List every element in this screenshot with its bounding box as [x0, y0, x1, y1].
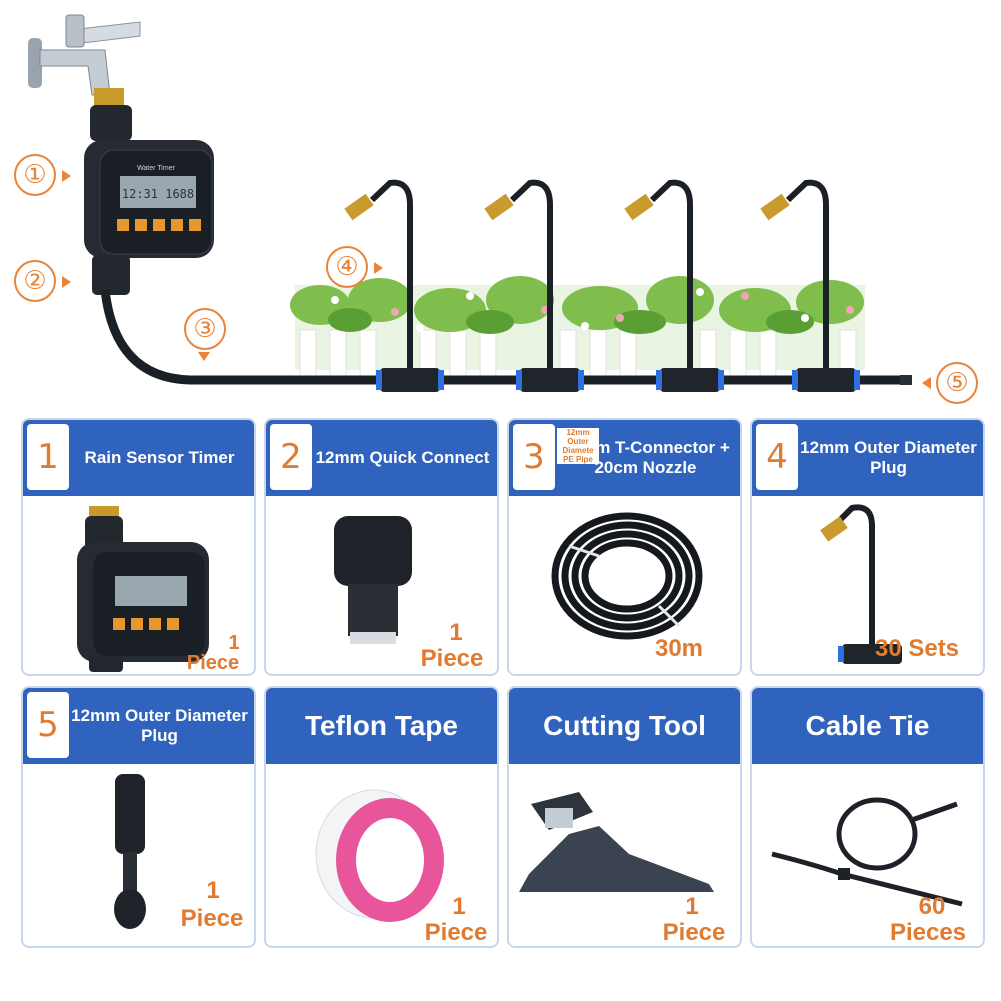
quantity-number: 1	[685, 893, 699, 920]
water-timer: Water Timer 12:31 1688	[84, 105, 214, 295]
callout-3-arrow-icon	[198, 352, 210, 361]
main-pipe	[100, 289, 905, 385]
callout-2-arrow-icon	[62, 276, 71, 288]
quantity-unit: Piece	[662, 919, 726, 946]
overlay-label: 12mm Outer Diamete PE Pipe	[557, 428, 599, 464]
callout-5: ⑤	[936, 362, 978, 404]
t-connectors	[376, 368, 860, 392]
card-cutting-tool: Cutting Tool 1 Piece	[507, 686, 742, 948]
svg-text:Water Timer: Water Timer	[137, 165, 176, 172]
callout-1-arrow-icon	[62, 170, 71, 182]
card-header: 1 Rain Sensor Timer	[23, 420, 254, 496]
quantity-unit: Piece	[420, 645, 484, 672]
card-title: Teflon Tape	[305, 710, 458, 741]
callout-1: ①	[14, 154, 56, 196]
quantity: 30 Sets	[874, 635, 960, 662]
card-title: Cutting Tool	[543, 710, 706, 741]
garden-background	[290, 276, 865, 379]
card-outer-diameter-plug-nozzle: 4 12mm Outer Diameter Plug 30 Sets	[750, 418, 985, 676]
quantity-unit: Piece	[180, 905, 244, 932]
teflon-tape-image	[315, 789, 444, 922]
card-header: 2 12mm Quick Connect	[266, 420, 497, 496]
item-number: 2	[270, 424, 312, 490]
quantity-unit: Pieces	[889, 919, 967, 946]
card-header: Teflon Tape	[266, 688, 497, 764]
timer-product-image	[77, 506, 209, 672]
quantity: 30m	[654, 635, 704, 662]
callout-3: ③	[184, 308, 226, 350]
card-rain-sensor-timer: 1 Rain Sensor Timer 1 Piece	[21, 418, 256, 676]
quantity-number: 60	[918, 893, 946, 920]
card-header: Cable Tie	[752, 688, 983, 764]
quantity-number: 1	[228, 632, 240, 654]
quantity-number: 1	[449, 619, 463, 646]
card-header: 3 12mm T-Connector + 20cm Nozzle	[509, 420, 740, 496]
faucet	[28, 14, 141, 108]
card-quick-connect: 2 12mm Quick Connect 1 Piece	[264, 418, 499, 676]
item-number: 4	[756, 424, 798, 490]
callout-2: ②	[14, 260, 56, 302]
card-title: 12mm Quick Connect	[315, 448, 490, 467]
card-title: 12mm T-Connector + 20cm Nozzle	[561, 438, 730, 477]
callout-4-arrow-icon	[374, 262, 383, 274]
card-title: Cable Tie	[805, 710, 930, 741]
card-header: Cutting Tool	[509, 688, 740, 764]
callout-4: ④	[326, 246, 368, 288]
assembly-illustration: Water Timer 12:31 1688	[28, 14, 912, 392]
card-title: 12mm Outer Diameter Plug	[800, 438, 977, 477]
item-number: 1	[27, 424, 69, 490]
card-title: 12mm Outer Diameter Plug	[71, 706, 248, 745]
cable-tie-image	[771, 797, 963, 907]
svg-text:12:31 1688: 12:31 1688	[122, 187, 194, 201]
card-header: 5 12mm Outer Diameter Plug	[23, 688, 254, 764]
quantity-number: 1	[206, 877, 220, 904]
end-plug-image	[114, 774, 146, 929]
pe-pipe-coil-image	[551, 512, 703, 640]
card-teflon-tape: Teflon Tape 1 Piece	[264, 686, 499, 948]
card-title: Rain Sensor Timer	[84, 448, 235, 467]
callout-5-arrow-icon	[922, 377, 931, 389]
quantity-unit: Piece	[186, 652, 240, 674]
item-number: 3	[513, 424, 555, 490]
item-number: 5	[27, 692, 69, 758]
quantity-unit: Piece	[424, 919, 488, 946]
pipe-cutter-image	[519, 792, 714, 892]
card-header: 4 12mm Outer Diameter Plug	[752, 420, 983, 496]
quantity-number: 1	[452, 893, 466, 920]
card-t-connector-nozzle: 3 12mm T-Connector + 20cm Nozzle 12mm Ou…	[507, 418, 742, 676]
card-cable-tie: Cable Tie 60 Pieces	[750, 686, 985, 948]
card-end-plug: 5 12mm Outer Diameter Plug 1 Piece	[21, 686, 256, 948]
quick-connect-image	[334, 516, 412, 644]
riser-nozzles	[369, 179, 829, 370]
riser-nozzle-image	[820, 504, 902, 664]
